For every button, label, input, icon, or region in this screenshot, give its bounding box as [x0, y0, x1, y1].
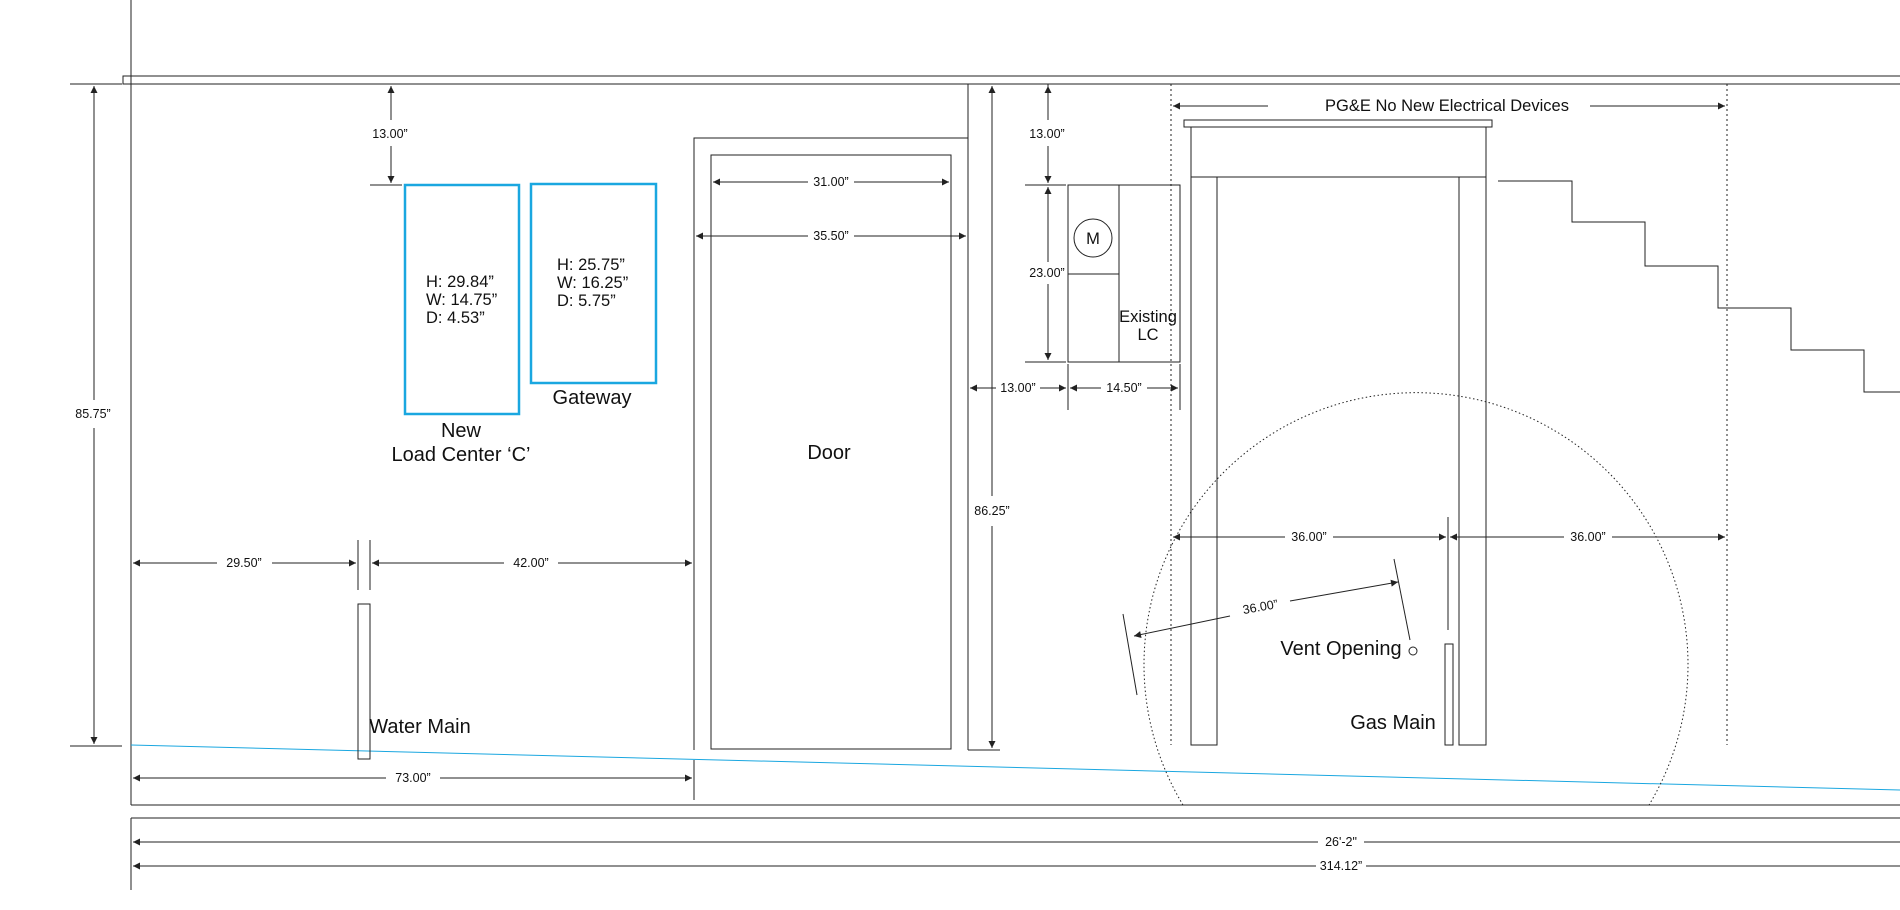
right-post [1458, 176, 1487, 746]
pge-zone-label: PG&E No New Electrical Devices [1325, 97, 1569, 115]
dim-left-to-water: 29.50” [226, 556, 261, 570]
dim-water-to-door: 42.00” [513, 556, 548, 570]
gateway[interactable]: H: 25.75” W: 16.25” D: 5.75” Gateway [529, 182, 658, 409]
vent-opening-icon [1408, 646, 1418, 656]
dimensions: 85.75” 13.00” 31.00” 35.50” 86.25” 13.00… [70, 83, 1900, 873]
new-load-center[interactable]: H: 29.84” W: 14.75” D: 4.53” New Load Ce… [392, 183, 531, 466]
dim-overall-in: 314.12” [1320, 859, 1362, 873]
load-center-box [403, 183, 521, 416]
pge-exclusion-zone: PG&E No New Electrical Devices Vent Open… [1143, 84, 1728, 806]
gateway-spec-h: H: 25.75” [557, 256, 625, 274]
wall-structure [122, 0, 1900, 890]
dim-vent-radius: 36.00” [1242, 597, 1279, 617]
gas-main-pipe [1444, 643, 1454, 746]
dim-gas-right: 36.00” [1570, 530, 1605, 544]
existing-lc-label-1: Existing [1119, 308, 1177, 326]
riser-top-cap [1183, 119, 1493, 128]
load-center-spec-w: W: 14.75” [426, 291, 497, 309]
door-leaf [710, 154, 952, 750]
dim-left-to-door-bottom: 73.00” [395, 771, 430, 785]
dim-door-to-meter: 13.00” [1000, 381, 1035, 395]
load-center-spec-h: H: 29.84” [426, 273, 494, 291]
grade-line [130, 744, 1900, 791]
gateway-box [529, 182, 658, 385]
vent-opening-label: Vent Opening [1280, 638, 1401, 660]
door-label: Door [807, 442, 851, 464]
load-center-label-1: New [441, 420, 482, 442]
meter-icon [1073, 218, 1113, 258]
load-center-label-2: Load Center ‘C’ [392, 444, 531, 466]
existing-load-center[interactable]: M Existing LC [1067, 184, 1181, 363]
dim-meter-height: 23.00” [1029, 266, 1064, 280]
vent-clearance-arc [1143, 392, 1689, 806]
dim-meter-top-gap: 13.00” [1029, 127, 1064, 141]
gateway-label: Gateway [553, 387, 632, 409]
dim-lc-top-gap: 13.00” [372, 127, 407, 141]
dim-overall-ft-in: 26'-2" [1325, 835, 1357, 849]
dim-door-right-height: 86.25” [974, 504, 1009, 518]
meter-label: M [1086, 230, 1100, 248]
water-main[interactable]: Water Main [357, 603, 471, 760]
dim-gas-left: 36.00” [1291, 530, 1326, 544]
dim-door-inner-width: 31.00” [813, 175, 848, 189]
dim-door-outer-width: 35.50” [813, 229, 848, 243]
water-main-pipe [357, 603, 371, 760]
existing-lc-label-2: LC [1137, 326, 1158, 344]
dim-wall-height: 85.75” [75, 407, 110, 421]
ceiling-beam [122, 75, 1900, 85]
gas-main-label: Gas Main [1350, 712, 1436, 734]
stairs [1498, 180, 1900, 393]
gateway-spec-d: D: 5.75” [557, 292, 616, 310]
gateway-spec-w: W: 16.25” [557, 274, 628, 292]
left-post [1190, 176, 1218, 746]
dim-meter-width: 14.50” [1106, 381, 1141, 395]
water-main-label: Water Main [369, 716, 471, 738]
load-center-spec-d: D: 4.53” [426, 309, 485, 327]
